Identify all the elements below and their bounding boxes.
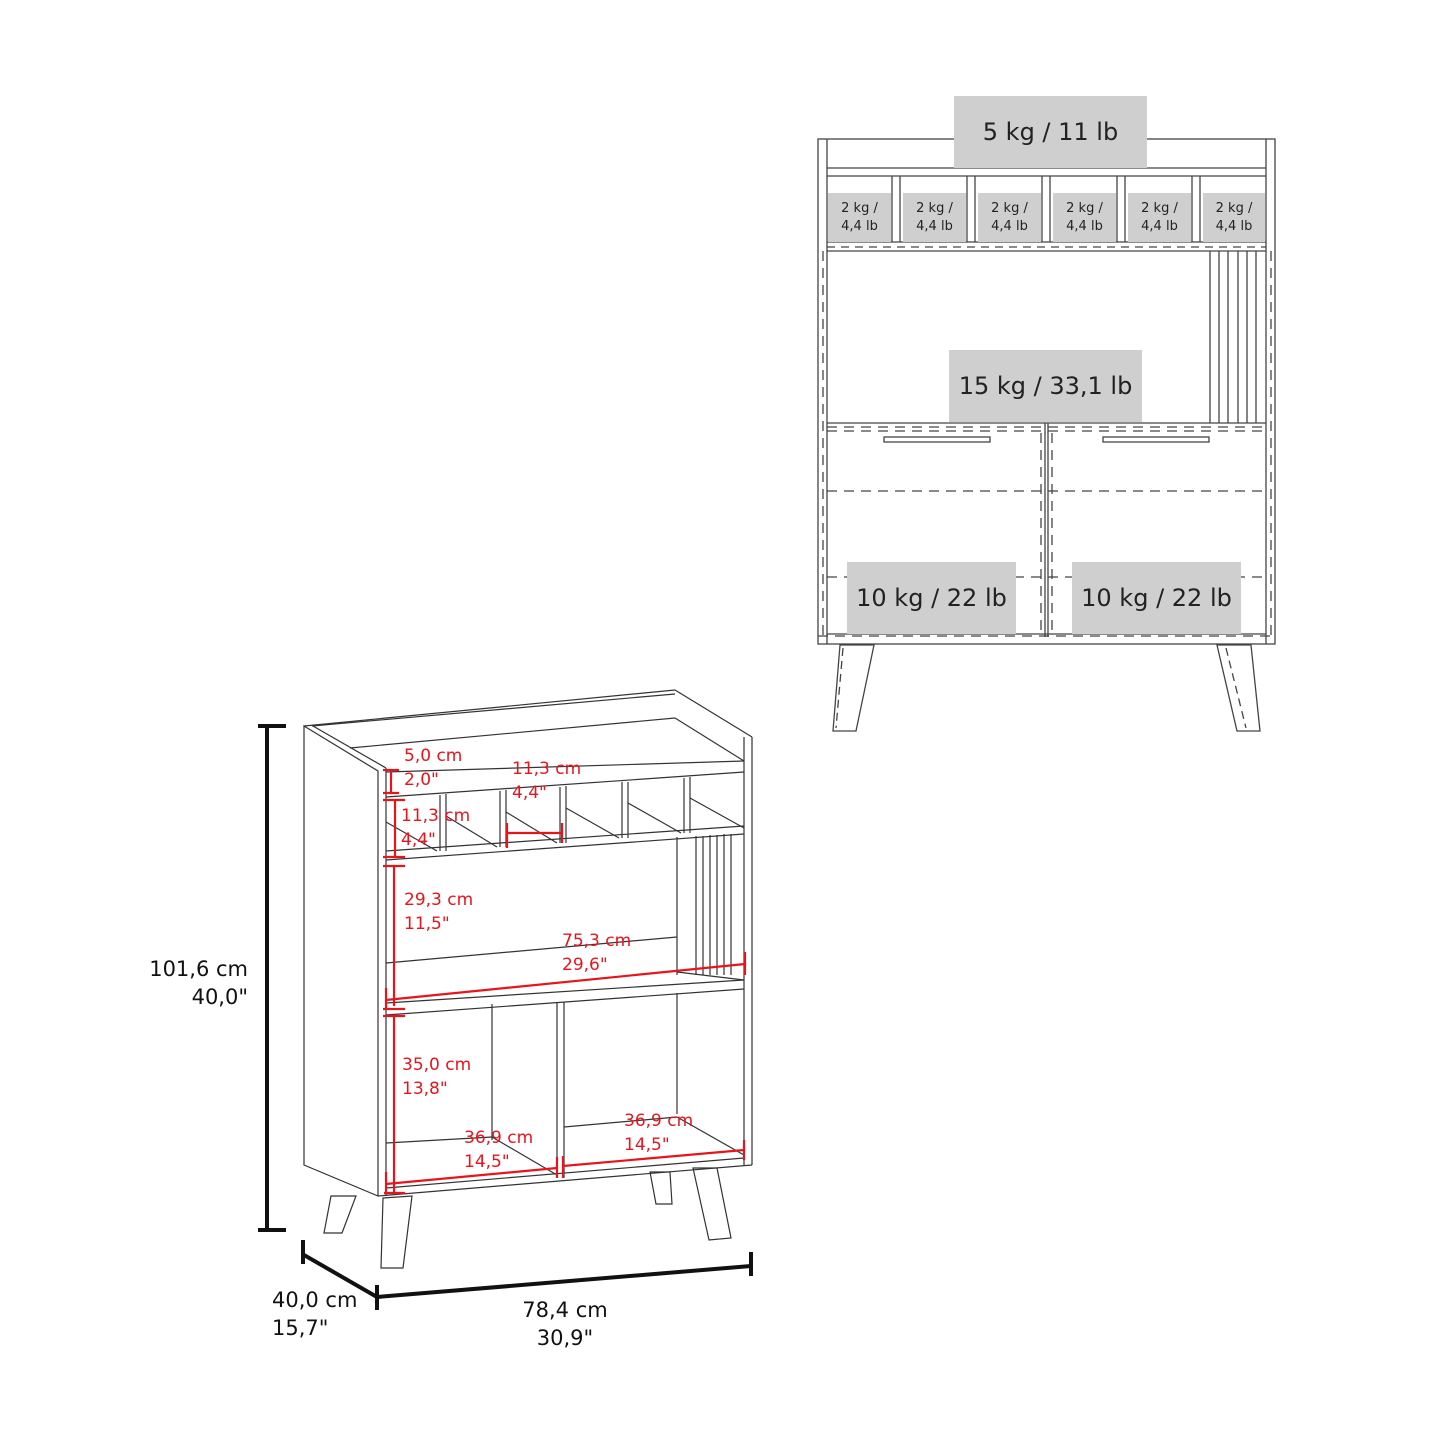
black-dimension-lines <box>258 724 753 1310</box>
cubby-load-lb: 4,4 lb <box>916 219 953 234</box>
dimension-cm: 40,0 cm <box>272 1288 358 1312</box>
top-load-label: 5 kg / 11 lb <box>954 96 1147 168</box>
cubby-load-lb: 4,4 lb <box>841 219 878 234</box>
cubby-load-lb: 4,4 lb <box>1215 219 1253 234</box>
cubby-load-kg: 2 kg / <box>916 201 953 216</box>
dimension-cm: 75,3 cm <box>562 931 632 951</box>
red-dimension-lines <box>383 768 747 1195</box>
open-shelf-height-dimension: 29,3 cm 11,5" <box>404 892 473 933</box>
cubby-load-lb: 4,4 lb <box>1141 219 1178 234</box>
cubby-load-label-1: 2 kg / 4,4 lb <box>828 193 891 242</box>
bottom-left-width-dimension: 36,9 cm 14,5" <box>464 1130 533 1171</box>
dimension-cm: 36,9 cm <box>464 1128 534 1148</box>
dimension-in: 4,4" <box>512 783 547 803</box>
dimension-cm: 101,6 cm <box>149 957 248 981</box>
top-rail-dimension: 5,0 cm 2,0" <box>404 748 462 789</box>
cubby-load-kg: 2 kg / <box>841 201 878 216</box>
cubby-load-lb: 4,4 lb <box>991 219 1028 234</box>
cubby-load-label-4: 2 kg / 4,4 lb <box>1053 193 1116 242</box>
dimension-in: 2,0" <box>404 770 439 790</box>
dimension-in: 11,5" <box>404 914 450 934</box>
dimension-cm: 11,3 cm <box>512 759 582 779</box>
cubby-height-dimension: 11,3 cm 4,4" <box>401 808 470 849</box>
middle-shelf-load-label: 15 kg / 33,1 lb <box>949 350 1142 422</box>
cubby-load-kg: 2 kg / <box>991 201 1028 216</box>
cubby-load-label-6: 2 kg / 4,4 lb <box>1203 193 1265 242</box>
dimension-cm: 5,0 cm <box>404 746 463 766</box>
dimension-in: 40,0" <box>191 985 248 1009</box>
dimension-in: 29,6" <box>562 955 608 975</box>
middle-shelf-load-text: 15 kg / 33,1 lb <box>958 372 1133 400</box>
dimension-cm: 29,3 cm <box>404 890 474 910</box>
dimension-cm: 11,3 cm <box>401 806 471 826</box>
left-cabinet-load-label: 10 kg / 22 lb <box>847 562 1016 634</box>
right-cabinet-load-text: 10 kg / 22 lb <box>1081 584 1232 612</box>
dimension-in: 15,7" <box>272 1316 329 1340</box>
cubby-width-dimension: 11,3 cm 4,4" <box>512 761 581 802</box>
cubby-load-lb: 4,4 lb <box>1066 219 1103 234</box>
dimension-in: 30,9" <box>536 1326 594 1350</box>
dimension-in: 14,5" <box>624 1135 670 1155</box>
overall-height-dimension: 101,6 cm 40,0" <box>146 959 248 1008</box>
front-view-drawing <box>817 138 1276 732</box>
dimension-in: 13,8" <box>402 1079 448 1099</box>
bottom-height-dimension: 35,0 cm 13,8" <box>402 1057 471 1098</box>
dimension-cm: 36,9 cm <box>624 1111 694 1131</box>
top-load-text: 5 kg / 11 lb <box>982 118 1119 146</box>
width-dimension: 78,4 cm 30,9" <box>520 1300 610 1349</box>
cubby-load-label-5: 2 kg / 4,4 lb <box>1128 193 1191 242</box>
dimension-in: 14,5" <box>464 1152 510 1172</box>
cubby-load-label-2: 2 kg / 4,4 lb <box>903 193 966 242</box>
dimension-in: 4,4" <box>401 830 436 850</box>
cubby-load-kg: 2 kg / <box>1066 201 1103 216</box>
cubby-load-label-3: 2 kg / 4,4 lb <box>978 193 1041 242</box>
open-shelf-width-dimension: 75,3 cm 29,6" <box>562 933 631 974</box>
depth-dimension: 40,0 cm 15,7" <box>272 1290 357 1339</box>
bottom-right-width-dimension: 36,9 cm 14,5" <box>624 1113 693 1154</box>
dimension-cm: 78,4 cm <box>522 1298 608 1322</box>
cubby-load-kg: 2 kg / <box>1215 201 1253 216</box>
left-cabinet-load-text: 10 kg / 22 lb <box>856 584 1007 612</box>
iso-view-drawing <box>303 689 753 1269</box>
cubby-load-kg: 2 kg / <box>1141 201 1178 216</box>
dimension-cm: 35,0 cm <box>402 1055 472 1075</box>
right-cabinet-load-label: 10 kg / 22 lb <box>1072 562 1241 634</box>
